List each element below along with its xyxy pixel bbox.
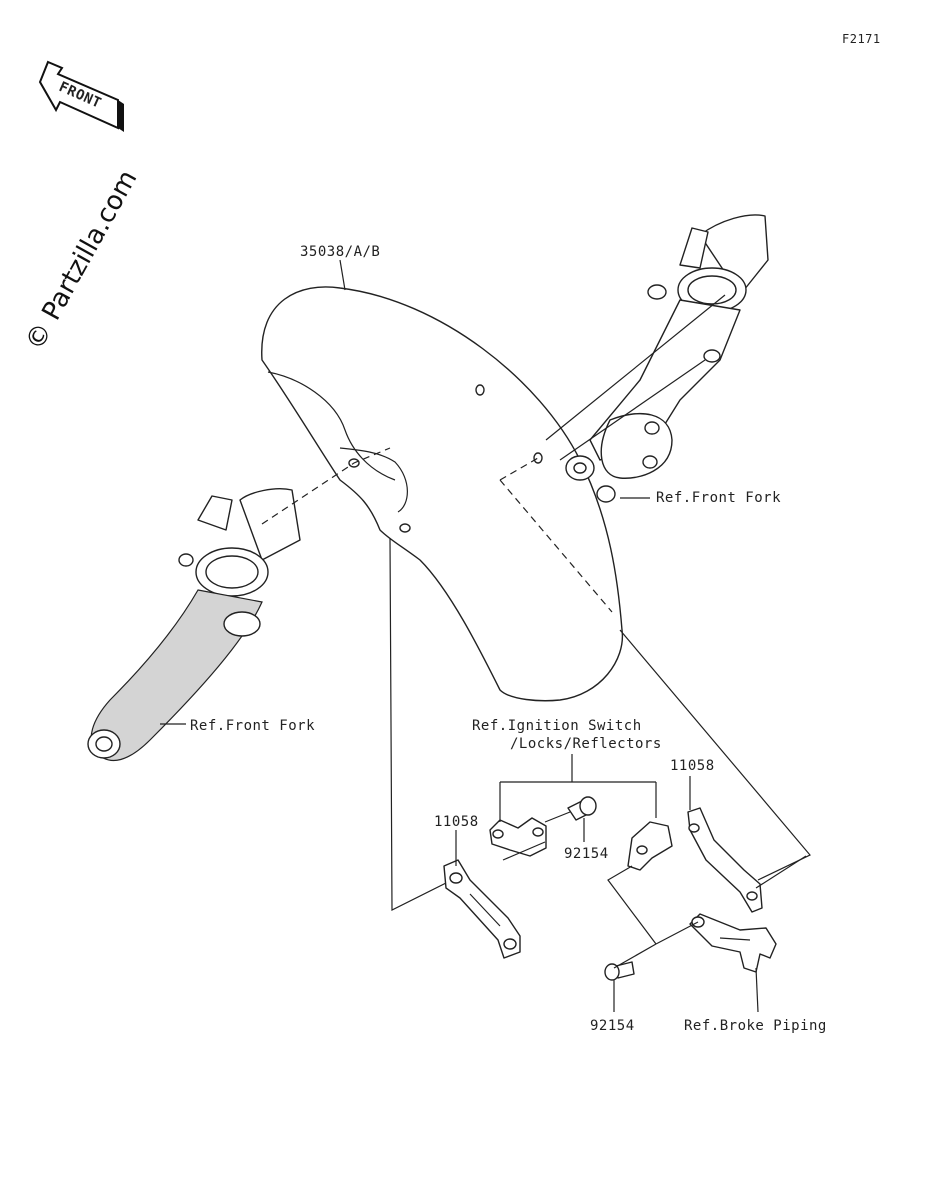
fender-part-number: 35038/A/B <box>300 244 380 260</box>
brake-piping-clamp <box>689 913 777 973</box>
reflector-mount-right <box>627 821 673 871</box>
front-fork-right-ref: Ref.Front Fork <box>656 490 781 506</box>
bolt-lower <box>604 961 635 981</box>
bracket-left-part-number: 11058 <box>434 814 479 830</box>
bolt-upper <box>544 796 597 823</box>
ignition-switch-ref-line2: /Locks/Reflectors <box>510 736 662 752</box>
ignition-switch-ref-line1: Ref.Ignition Switch <box>472 718 642 734</box>
front-fork-right <box>565 214 769 503</box>
diagram-code: F2171 <box>842 32 881 46</box>
front-fork-left <box>87 488 301 762</box>
bracket-right-part-number: 11058 <box>670 758 715 774</box>
reflector-mount-left <box>489 817 547 857</box>
bolt-upper-part-number: 92154 <box>564 846 609 862</box>
watermark: © Partzilla.com <box>20 165 144 355</box>
bracket-right <box>687 807 763 913</box>
bracket-left <box>443 859 521 959</box>
bolt-lower-part-number: 92154 <box>590 1018 635 1034</box>
brake-piping-ref: Ref.Broke Piping <box>684 1018 827 1034</box>
front-arrow-icon: FRONT <box>38 60 124 132</box>
front-fork-left-ref: Ref.Front Fork <box>190 718 315 734</box>
front-fender <box>261 286 624 702</box>
